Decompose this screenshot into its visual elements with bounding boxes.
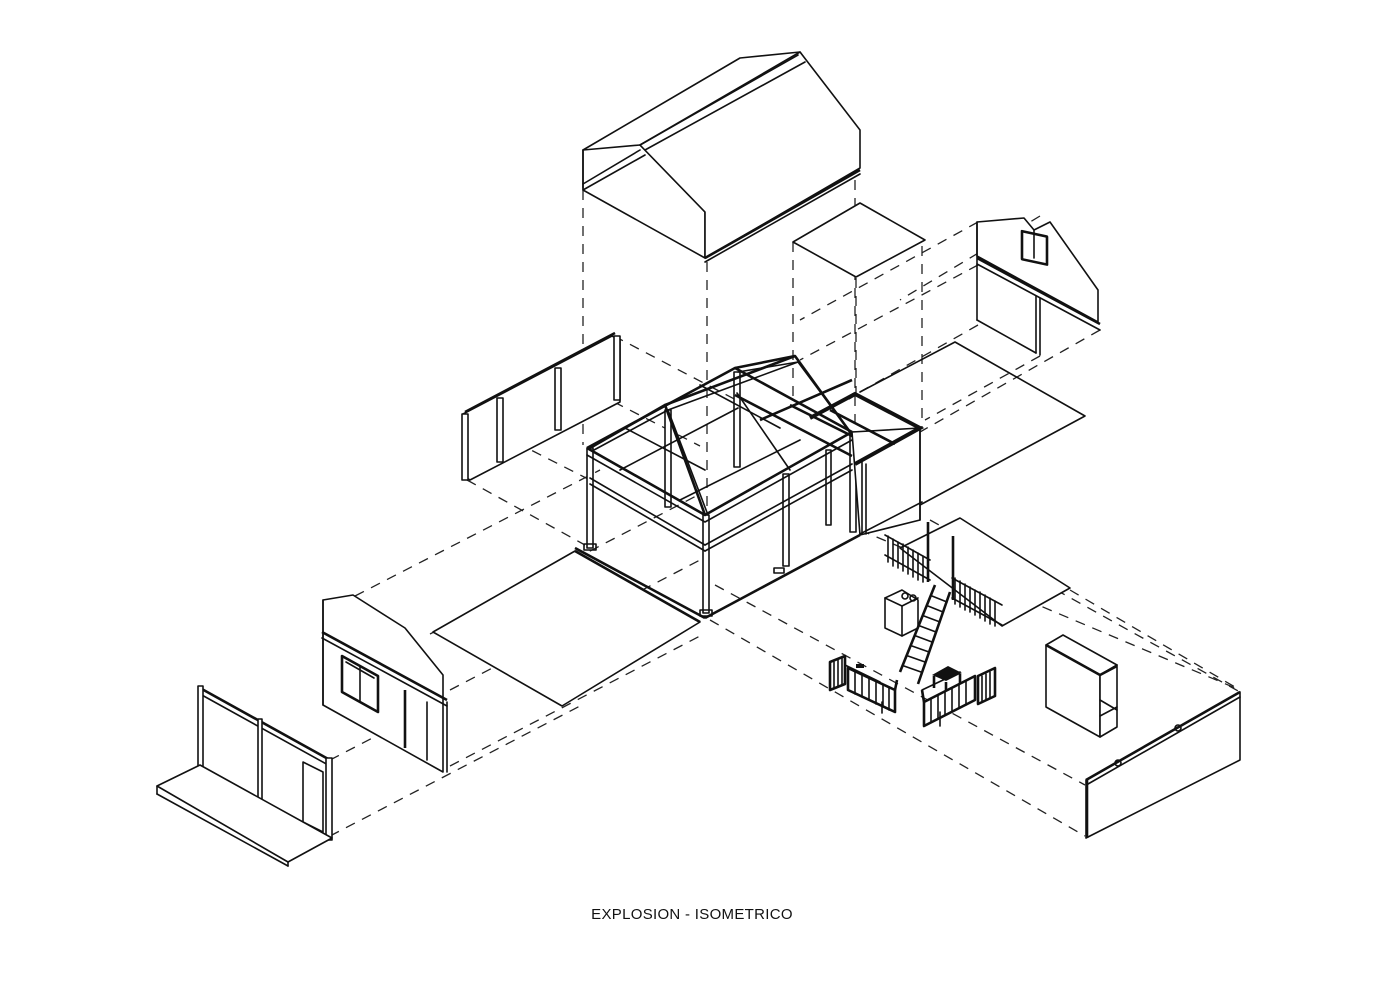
- roof-panel-square: [792, 202, 926, 278]
- side-fence-wall: [461, 331, 621, 481]
- floor-slab: [432, 549, 701, 707]
- stair: [898, 584, 952, 685]
- rear-gable-wall: [976, 217, 1101, 356]
- furniture: [828, 654, 997, 728]
- steel-structure-frame: [574, 354, 861, 620]
- front-wall-deck: [156, 685, 333, 867]
- kitchen-unit: [884, 589, 919, 637]
- shelving-cabinet: [1045, 634, 1118, 738]
- diagram-caption: EXPLOSION - ISOMETRICO: [591, 906, 793, 923]
- sofa-right: [920, 666, 997, 728]
- annex-volume: [809, 391, 925, 536]
- front-gable-wall: [321, 594, 448, 773]
- sofa-left: [828, 654, 899, 714]
- mezzanine-with-railing-and-stair: [884, 517, 1071, 685]
- floor-plate-right: [859, 341, 1086, 506]
- right-side-wall-panel: [1085, 690, 1241, 839]
- gable-roof: [582, 51, 861, 263]
